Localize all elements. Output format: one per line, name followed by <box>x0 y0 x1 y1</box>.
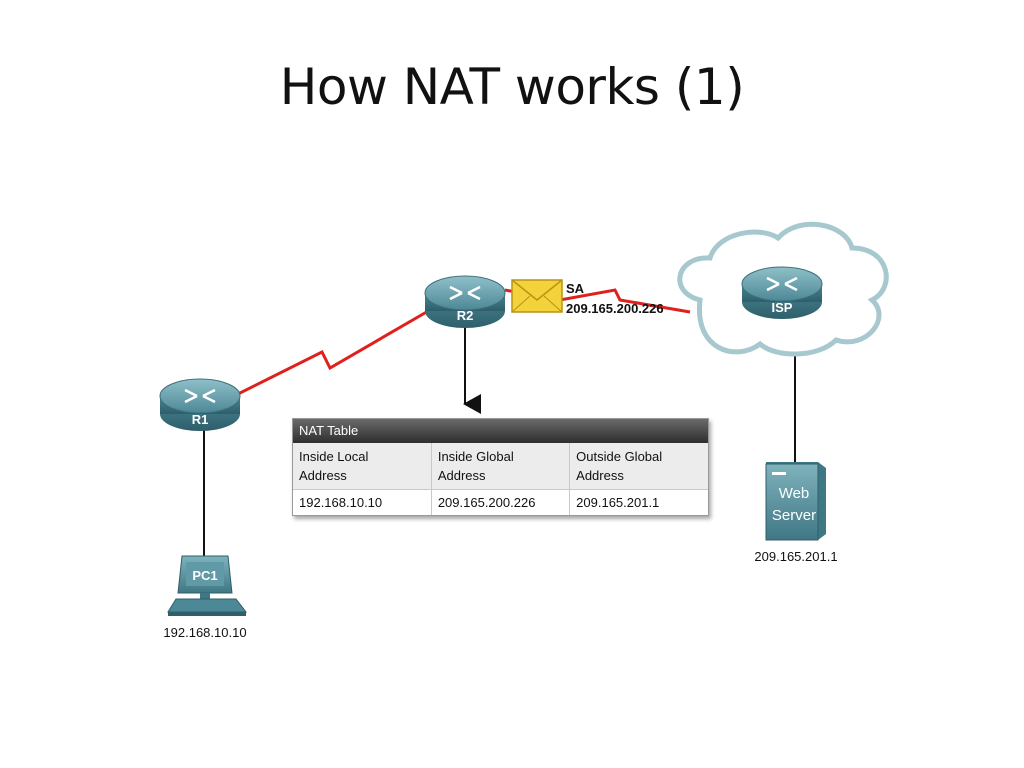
nat-cell-inside-global: 209.165.200.226 <box>431 489 571 515</box>
slide-title: How NAT works (1) <box>279 58 745 116</box>
pc1-label: PC1 <box>192 568 217 583</box>
router-isp-label: ISP <box>772 300 793 315</box>
packet-source-address: 209.165.200.226 <box>566 301 664 316</box>
packet-sa-label: SA <box>566 281 585 296</box>
web-server-label-line1: Web <box>779 485 810 502</box>
nat-table-grid: Inside Local Address Inside Global Addre… <box>293 443 708 515</box>
nat-table-header-row: Inside Local Address Inside Global Addre… <box>293 443 708 490</box>
router-r1[interactable]: R1 <box>159 378 241 431</box>
web-server[interactable]: Web Server <box>765 462 826 541</box>
pc1-address: 192.168.10.10 <box>163 625 246 640</box>
router-r2[interactable]: R2 <box>424 275 506 328</box>
table-row: 192.168.10.10 209.165.200.226 209.165.20… <box>293 489 708 515</box>
nat-table-title: NAT Table <box>293 419 708 443</box>
web-server-address: 209.165.201.1 <box>754 549 837 564</box>
nat-cell-inside-local: 192.168.10.10 <box>293 489 432 515</box>
packet-envelope <box>511 279 563 313</box>
web-server-label-line2: Server <box>772 507 816 524</box>
nat-header-inside-local: Inside Local Address <box>293 443 432 490</box>
serial-link-r1-r2 <box>237 308 431 396</box>
pc1[interactable]: PC1 <box>167 555 248 616</box>
nat-table: NAT Table Inside Local Address Inside Gl… <box>292 418 709 516</box>
router-r1-label: R1 <box>192 412 209 427</box>
router-isp[interactable]: ISP <box>741 266 823 319</box>
nat-cell-outside-global: 209.165.201.1 <box>569 489 708 515</box>
router-r2-label: R2 <box>457 308 474 323</box>
nat-header-outside-global: Outside Global Address <box>569 443 708 490</box>
nat-header-inside-global: Inside Global Address <box>431 443 571 490</box>
